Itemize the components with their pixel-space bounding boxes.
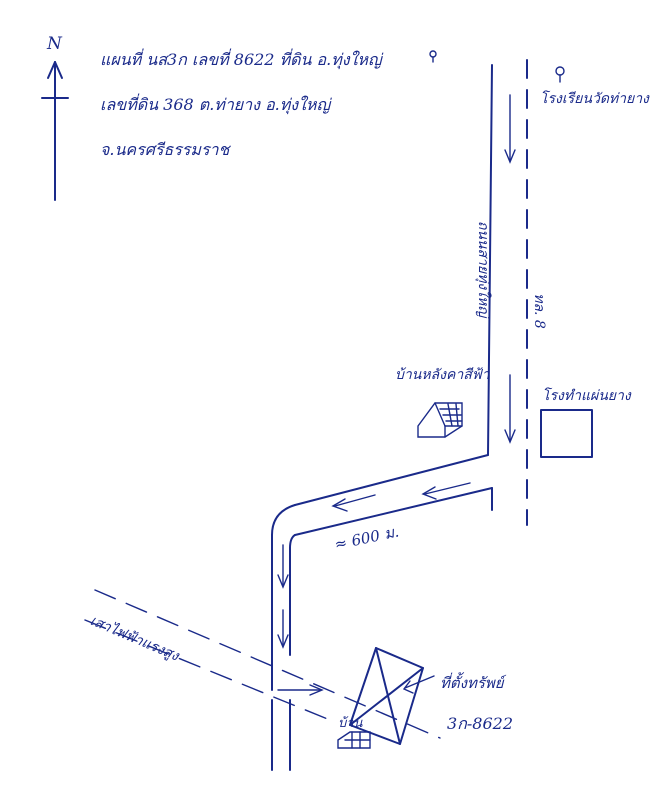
direction-arrow-icon <box>277 94 516 696</box>
main-road <box>271 64 493 771</box>
header-line-1: แผนที่ นส3ก เลขที่ 8622 ที่ดิน อ.ทุ่งใหญ… <box>100 50 382 69</box>
property-plot <box>349 647 435 745</box>
header-line-2: เลขที่ดิน 368 ต.ท่ายาง อ.ทุ่งใหญ่ <box>100 95 331 114</box>
landmark-house-south: บ้าน <box>338 716 363 731</box>
landmark-school-temple: โรงเรียนวัดท่ายาง <box>540 91 649 107</box>
landmark-school-right: โรงทำแผ่นยาง <box>542 388 631 404</box>
landmark-house-north: บ้านหลังคาสีฟ้า <box>395 367 490 383</box>
power-line <box>84 589 441 739</box>
house-icon <box>417 402 463 438</box>
north-label: N <box>47 34 62 54</box>
plot-deed-label: 3ก-8622 <box>447 714 513 733</box>
location-pin-icon <box>429 50 565 83</box>
plot-owner-label: ที่ตั้งทรัพย์ <box>440 674 504 692</box>
road-code-label: ทล. 8 <box>530 293 547 329</box>
small-house-icon <box>337 731 371 749</box>
header-line-3: จ.นครศรีธรรมราช <box>100 140 230 159</box>
factory-icon <box>540 409 593 458</box>
north-arrow-icon <box>41 61 69 201</box>
main-road-label: ถนนสายทุ่งใหญ่ <box>475 220 492 318</box>
